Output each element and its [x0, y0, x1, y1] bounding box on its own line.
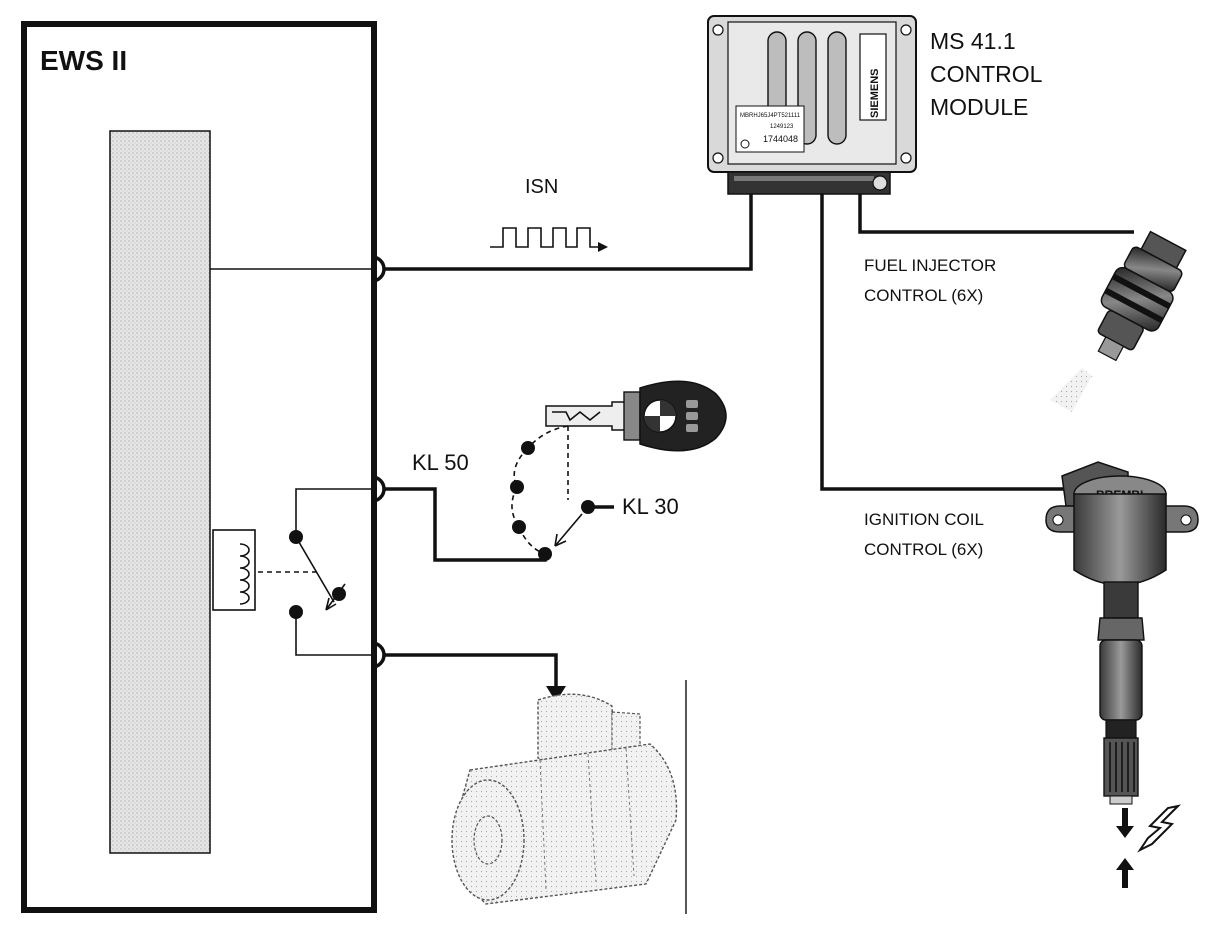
- control-module-label-line2: CONTROL: [930, 61, 1043, 87]
- kl50-label: KL 50: [412, 450, 469, 475]
- spark-arrow-up-icon: [1116, 858, 1134, 888]
- ignition-coil-label-line1: IGNITION COIL: [864, 510, 984, 529]
- relay-switch-arm: [295, 536, 335, 603]
- isn-label: ISN: [525, 176, 558, 198]
- relay-upper-wire: [295, 488, 372, 537]
- starter-motor-icon: [451, 693, 678, 905]
- isn-arrow-icon: [598, 242, 608, 252]
- ignition-coil-icon: BREMBI: [1045, 461, 1199, 805]
- switch-arm-arrow-icon: [554, 513, 583, 547]
- relay-coil-icon: [212, 529, 256, 611]
- relay-contact-lower: [289, 605, 303, 619]
- control-module-connector: [727, 171, 891, 195]
- kl50-wire: [383, 487, 547, 562]
- spark-arrow-down-icon: [1116, 808, 1134, 838]
- bmw-logo-small-icon: [740, 139, 750, 149]
- ignition-coil-wire: [820, 194, 1064, 491]
- ews-circuit-board: [109, 130, 211, 854]
- fuel-injector-icon: [1097, 230, 1187, 362]
- kl30-label: KL 30: [622, 494, 679, 519]
- control-module-label-line1: MS 41.1: [930, 28, 1016, 54]
- spark-lightning-icon: [1137, 804, 1182, 853]
- control-module: SIEMENS MBRHJ65J4PT521111 1249123 174404…: [707, 15, 917, 195]
- bmw-key-icon: [545, 380, 727, 452]
- relay-lower-wire: [295, 612, 372, 656]
- module-part-number: 1744048: [763, 134, 798, 144]
- starter-arrow-icon: [546, 686, 566, 702]
- ews-title: EWS II: [40, 45, 127, 76]
- isn-pulse-waveform-icon: [490, 227, 600, 248]
- fuel-spray-icon: [1050, 368, 1092, 412]
- fuel-injector-label-line2: CONTROL (6X): [864, 286, 983, 305]
- relay-arrow-icon: [325, 583, 346, 611]
- siemens-brand-label: SIEMENS: [869, 68, 881, 118]
- control-module-label-line3: MODULE: [930, 94, 1028, 120]
- ews-module: EWS II: [21, 21, 377, 913]
- ignition-coil-label-line2: CONTROL (6X): [864, 540, 983, 559]
- module-label-small-2: 1249123: [770, 124, 794, 130]
- fuel-injector-label-line1: FUEL INJECTOR: [864, 256, 996, 275]
- ignition-switch: [510, 441, 595, 561]
- key-link-curve: [527, 425, 569, 449]
- isn-wire: [383, 192, 753, 271]
- starter-wire: [383, 653, 558, 690]
- fuel-injector-wire: [858, 194, 1134, 234]
- module-label-small-1: MBRHJ65J4PT521111: [740, 113, 801, 119]
